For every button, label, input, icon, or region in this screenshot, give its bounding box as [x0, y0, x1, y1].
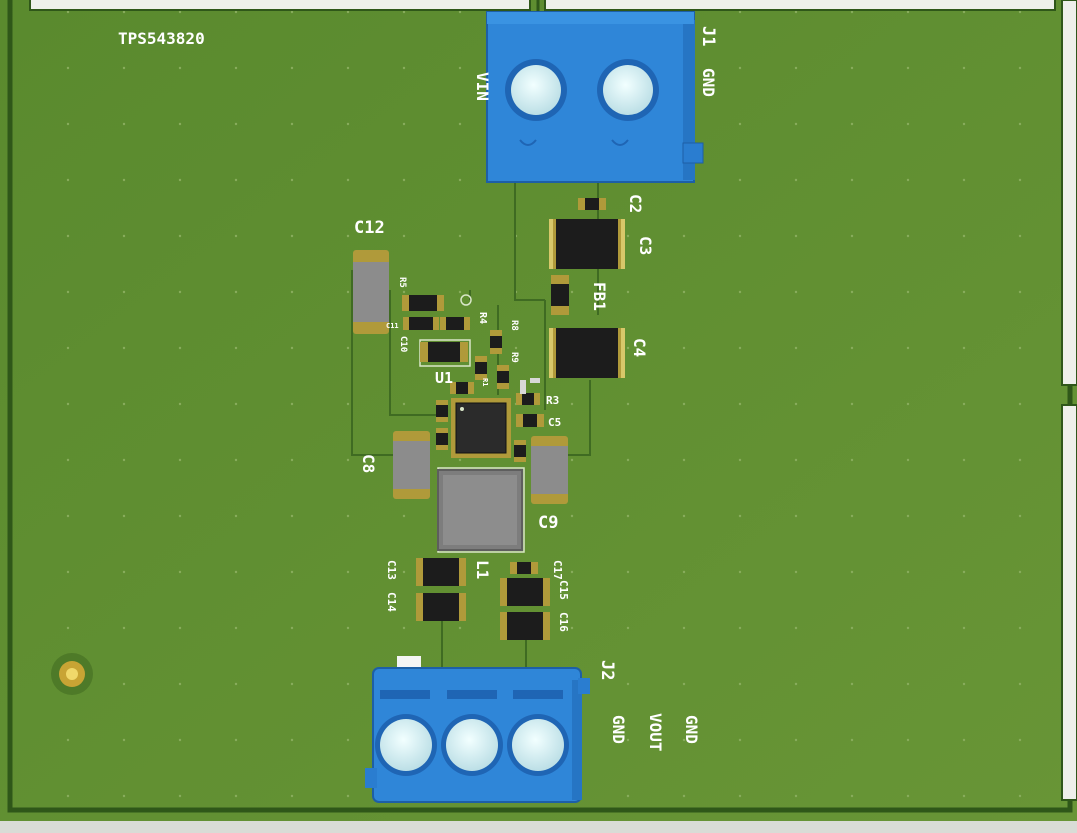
- c9-label: C9: [538, 513, 558, 533]
- c3-label: C3: [636, 236, 655, 255]
- fb1-label: FB1: [590, 282, 609, 311]
- r1-label: R1: [481, 378, 489, 386]
- j2-ref-label: J2: [597, 660, 617, 680]
- capacitor-c5[interactable]: [516, 414, 544, 427]
- inductor-l1[interactable]: [437, 469, 523, 551]
- c2-label: C2: [626, 194, 645, 213]
- capacitor-c10[interactable]: [420, 342, 468, 362]
- c15-label: C15: [557, 580, 570, 600]
- c13-label: C13: [385, 560, 398, 580]
- mounting-hole: [51, 653, 93, 695]
- passive-near-u1-d[interactable]: [514, 440, 526, 462]
- l1-label: L1: [473, 560, 492, 579]
- resistor-r8[interactable]: [490, 330, 502, 354]
- c16-label: C16: [557, 612, 570, 632]
- capacitor-c16[interactable]: [500, 612, 550, 640]
- capacitor-c15[interactable]: [500, 578, 550, 606]
- board-title: TPS543820: [118, 29, 205, 48]
- capacitor-c9[interactable]: [531, 436, 568, 504]
- board-outline: [7, 0, 1073, 813]
- right-edge-keepout-bottom: [1061, 404, 1077, 801]
- resistor-r3[interactable]: [516, 393, 540, 405]
- capacitor-c2[interactable]: [578, 198, 606, 210]
- j2-pin-gnd-right-label: GND: [682, 715, 701, 744]
- c10-label: C10: [398, 336, 408, 352]
- c12-label: C12: [354, 218, 385, 238]
- r8-label: R8: [509, 320, 519, 331]
- c8-label: C8: [359, 454, 378, 473]
- j2-pin-vout-label: VOUT: [646, 713, 665, 752]
- j2-pin-gnd-left-terminal[interactable]: [380, 719, 432, 771]
- capacitor-c12[interactable]: [353, 250, 389, 334]
- test-point-pads: [520, 378, 540, 394]
- resistor-r9[interactable]: [497, 365, 509, 389]
- resistor-r1[interactable]: [475, 356, 487, 380]
- j2-pin-vout-terminal[interactable]: [446, 719, 498, 771]
- passive-near-u1-a[interactable]: [450, 382, 474, 394]
- j1-connector[interactable]: [486, 11, 704, 183]
- c17-label: C17: [551, 560, 564, 580]
- capacitor-c13[interactable]: [416, 558, 466, 586]
- j2-connector[interactable]: [365, 656, 590, 803]
- capacitor-c4[interactable]: [549, 328, 625, 378]
- capacitor-c11[interactable]: [403, 317, 439, 330]
- j2-pin-gnd-left-label: GND: [609, 715, 628, 744]
- resistor-r5[interactable]: [402, 294, 472, 311]
- capacitor-c17[interactable]: [510, 562, 538, 574]
- r4-label: R4: [477, 312, 488, 324]
- c14-label: C14: [385, 592, 398, 612]
- capacitor-c14[interactable]: [416, 593, 466, 621]
- passive-near-u1-b[interactable]: [436, 400, 448, 422]
- r5-label: R5: [397, 277, 407, 288]
- j1-pin-gnd-terminal[interactable]: [603, 65, 653, 115]
- ferrite-bead-fb1[interactable]: [551, 275, 569, 315]
- passive-near-u1-c[interactable]: [436, 428, 448, 450]
- j1-pin-vin-label: VIN: [473, 72, 492, 101]
- c11-label: C11: [386, 322, 399, 330]
- c5-label: C5: [548, 416, 561, 429]
- r3-label: R3: [546, 394, 559, 407]
- j1-ref-label: J1: [698, 26, 718, 46]
- j2-pin-gnd-right-terminal[interactable]: [512, 719, 564, 771]
- right-edge-keepout-top: [1061, 0, 1077, 386]
- capacitor-c3[interactable]: [549, 219, 625, 269]
- resistor-r4[interactable]: [440, 317, 470, 330]
- c4-label: C4: [630, 338, 649, 357]
- j1-pin-vin-terminal[interactable]: [511, 65, 561, 115]
- top-right-keepout: [544, 0, 1056, 11]
- regulator-u1[interactable]: [451, 398, 511, 458]
- u1-label: U1: [435, 369, 453, 387]
- r9-label: R9: [509, 352, 519, 363]
- top-left-keepout: [29, 0, 531, 11]
- capacitor-c8[interactable]: [393, 431, 430, 499]
- j1-pin-gnd-label: GND: [699, 68, 718, 97]
